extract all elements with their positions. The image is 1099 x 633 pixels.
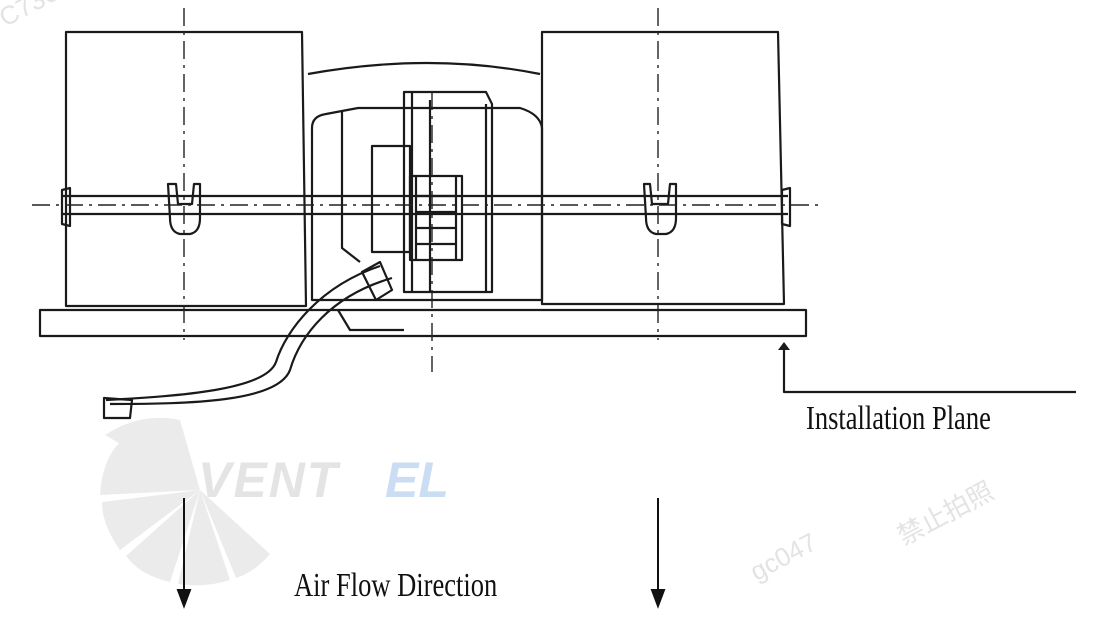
power-cable — [109, 276, 393, 406]
motor-cover-arc — [307, 61, 541, 76]
mounting-plate — [38, 308, 808, 338]
terminal-block-outer — [402, 90, 494, 294]
right-airflow-arrow — [650, 589, 666, 609]
left-fan-housing — [64, 30, 308, 308]
left-airflow-arrow — [176, 589, 192, 609]
motor-frame — [310, 106, 544, 302]
installation-arrow — [778, 342, 790, 350]
right-clip — [642, 182, 678, 236]
installation-plane-label: Installation Plane — [806, 400, 991, 437]
air-flow-direction-label: Air Flow Direction — [294, 567, 498, 604]
ventel-brand-text: VENT — [198, 452, 342, 508]
ventel-brand-text-el: EL — [385, 452, 449, 508]
left-clip — [166, 182, 202, 236]
installation-leader — [782, 350, 1076, 394]
right-fan-housing — [540, 30, 786, 306]
ventel-watermark-logo: VENT EL — [100, 417, 449, 586]
